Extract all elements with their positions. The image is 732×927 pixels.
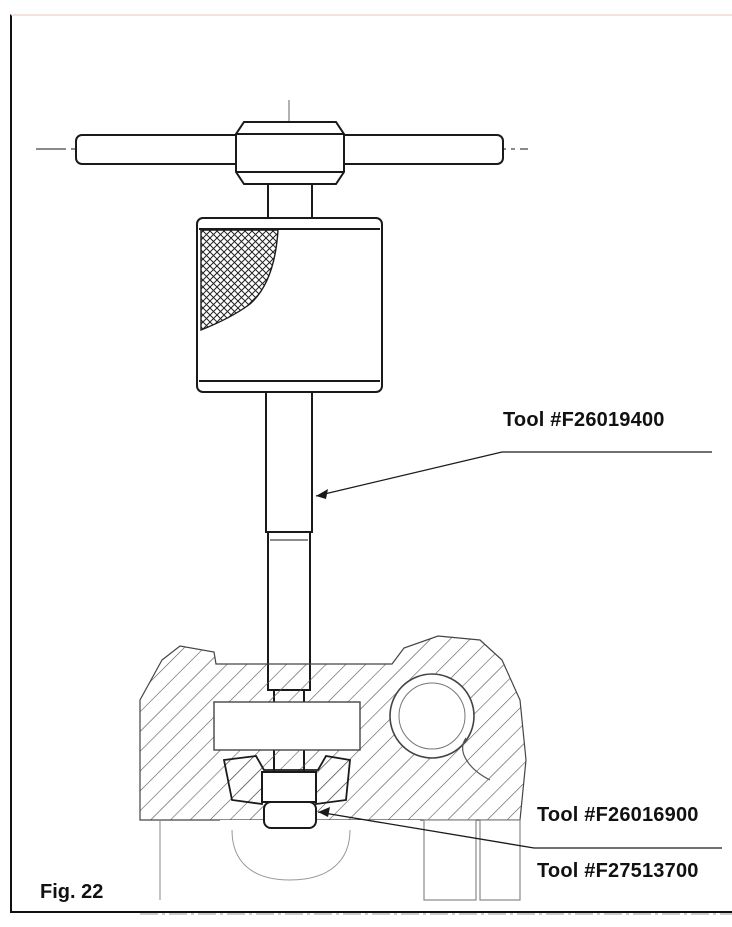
collet-adapter	[263, 801, 317, 829]
leader-line-1	[315, 451, 712, 497]
callout-tool-f27513700: Tool #F27513700	[537, 860, 699, 882]
figure-frame	[10, 14, 732, 913]
oil-passage	[389, 673, 475, 759]
shaft-upper	[265, 391, 313, 533]
callout-tool-f26019400: Tool #F26019400	[503, 409, 665, 431]
handle-neck	[267, 183, 313, 219]
callout-tool-f26016900: Tool #F26016900	[537, 804, 699, 826]
knurled-grip	[200, 229, 279, 332]
figure-label: Fig. 22	[40, 881, 104, 903]
collet-puller	[261, 771, 317, 803]
leader-line-2	[317, 811, 722, 849]
t-handle-hub	[235, 121, 345, 185]
